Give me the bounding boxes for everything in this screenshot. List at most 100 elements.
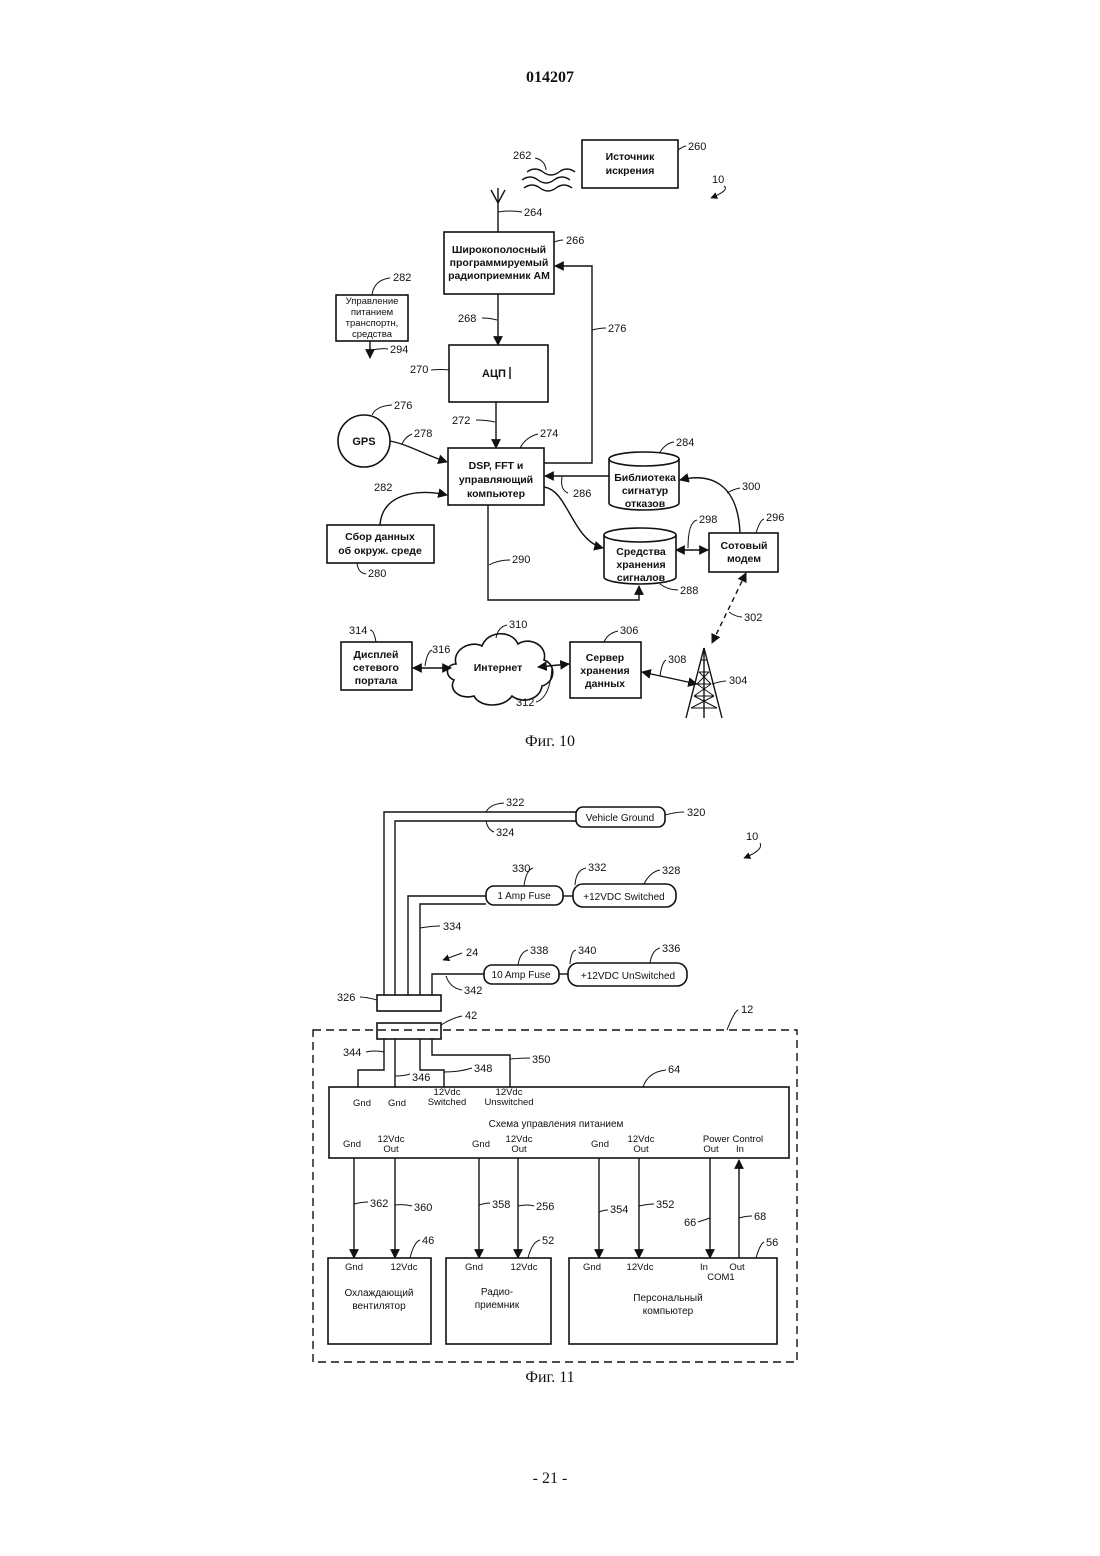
library-line-2: сигнатур xyxy=(622,485,668,497)
switched-12v-leader xyxy=(644,870,660,884)
connector-socket-leader xyxy=(441,1016,462,1025)
library-line-1: Библиотека xyxy=(614,472,676,484)
storage-line-3: сигналов xyxy=(617,572,666,584)
data-server-line-2: хранения xyxy=(580,665,629,677)
storage-link-leader xyxy=(489,560,510,565)
spark-source-line-1: Источник xyxy=(606,151,655,163)
connector-plug-ref: 326 xyxy=(337,992,355,1004)
spark-waves-icon xyxy=(522,169,575,191)
power-control-title: Схема управления питанием xyxy=(489,1119,624,1130)
pc-out-12v-1-b: Out xyxy=(383,1144,399,1155)
vehicle-ground-ref: 320 xyxy=(687,807,705,819)
fig10-caption: Фиг. 10 xyxy=(525,733,575,750)
dsp-line-1: DSP, FFT и xyxy=(469,460,524,472)
unswitched-12v-label: +12VDC UnSwitched xyxy=(581,971,675,982)
radio-receiver-line-2: приемник xyxy=(475,1300,520,1311)
gps-leader xyxy=(372,405,392,415)
wire-344-path xyxy=(358,1039,384,1087)
env-data-line-2: об окруж. среде xyxy=(338,545,422,557)
wire-350-leader xyxy=(510,1058,530,1059)
wire-68-leader xyxy=(739,1216,752,1218)
vehicle-power-line-1: Управление xyxy=(346,296,399,307)
pc-out-gnd-3: Gnd xyxy=(591,1139,609,1150)
pc-in-unswitched-2: Unswitched xyxy=(484,1097,533,1108)
harness-ref-arrow xyxy=(443,953,462,960)
fuse-1a-label: 1 Amp Fuse xyxy=(497,891,551,902)
data-server-line-1: Сервер xyxy=(586,652,624,664)
wire-354-leader xyxy=(599,1210,608,1212)
wire-350-ref: 350 xyxy=(532,1054,550,1066)
gps-to-dsp-arrow xyxy=(390,441,447,462)
page-number: - 21 - xyxy=(533,1470,568,1487)
tower-ref: 304 xyxy=(729,675,747,687)
wire-346-ref: 346 xyxy=(412,1072,430,1084)
enclosure-ref: 12 xyxy=(741,1004,753,1016)
cooling-fan-12v: 12Vdc xyxy=(391,1262,418,1273)
cell-modem-line-2: модем xyxy=(727,553,761,565)
wire-362-ref: 362 xyxy=(370,1198,388,1210)
library-link-ref: 286 xyxy=(573,488,591,500)
wire-352-ref: 352 xyxy=(656,1199,674,1211)
pc-power-control-in: In xyxy=(736,1144,744,1155)
wireless-link-leader xyxy=(729,612,742,617)
wire-346-leader xyxy=(395,1074,410,1076)
web-portal-ref: 314 xyxy=(349,625,367,637)
cell-modem-leader xyxy=(756,519,764,533)
vehicle-power-ref: 282 xyxy=(393,272,411,284)
radio-receiver-ref: 52 xyxy=(542,1235,554,1247)
spark-waves-ref: 262 xyxy=(513,150,531,162)
receiver-leader xyxy=(554,240,563,242)
antenna-ref: 264 xyxy=(524,207,542,219)
fuse-10a-label: 10 Amp Fuse xyxy=(492,970,551,981)
vehicle-power-out-ref: 294 xyxy=(390,344,408,356)
wire-66-ref: 66 xyxy=(684,1217,696,1229)
antenna-icon xyxy=(491,188,505,232)
pc-out-gnd-2: Gnd xyxy=(472,1139,490,1150)
wire-344-ref: 344 xyxy=(343,1047,361,1059)
data-server-ref: 306 xyxy=(620,625,638,637)
server-tower-ref: 308 xyxy=(668,654,686,666)
pc-out-gnd-1: Gnd xyxy=(343,1139,361,1150)
wireless-link-ref: 302 xyxy=(744,612,762,624)
library-line-3: отказов xyxy=(625,498,666,510)
vehicle-power-line-3: транспортн, xyxy=(346,318,399,329)
unswitched-12v-leader xyxy=(650,948,660,963)
data-server-line-3: данных xyxy=(585,678,625,690)
server-tower-leader xyxy=(660,660,666,676)
wire-334-leader xyxy=(420,926,440,928)
vehicle-ground-leader xyxy=(665,812,684,815)
library-leader xyxy=(660,442,674,452)
vehicle-power-line-2: питанием xyxy=(351,307,393,318)
fuse-10a-leader xyxy=(518,950,528,965)
spark-source-leader xyxy=(678,146,686,150)
wire-360-ref: 360 xyxy=(414,1202,432,1214)
cell-modem-ref: 296 xyxy=(766,512,784,524)
unswitched-12v-ref: 336 xyxy=(662,943,680,955)
env-data-ref: 280 xyxy=(368,568,386,580)
receiver-ref: 266 xyxy=(566,235,584,247)
web-portal-line-3: портала xyxy=(355,675,398,687)
cell-modem-line-1: Сотовый xyxy=(720,540,767,552)
personal-computer-com1: COM1 xyxy=(707,1272,734,1283)
personal-computer-12v: 12Vdc xyxy=(627,1262,654,1273)
vehicle-ground-label: Vehicle Ground xyxy=(586,813,654,824)
env-data-line-1: Сбор данных xyxy=(345,531,415,543)
wire-334-ref: 334 xyxy=(443,921,461,933)
switched-link-ref: 332 xyxy=(588,862,606,874)
harness-ref: 24 xyxy=(466,947,478,959)
radio-receiver-leader xyxy=(528,1240,540,1258)
feedback-276-leader xyxy=(592,328,606,330)
figure-11: 10 Vehicle Ground 320 322 324 1 Amp Fuse… xyxy=(313,797,797,1386)
portal-internet-ref: 316 xyxy=(432,644,450,656)
link-268-leader xyxy=(482,318,497,320)
web-portal-line-2: сетевого xyxy=(353,662,399,674)
library-link-leader xyxy=(562,477,568,493)
tower-leader xyxy=(712,681,726,684)
cooling-fan-ref: 46 xyxy=(422,1235,434,1247)
storage-leader xyxy=(660,584,678,590)
document-number: 014207 xyxy=(526,69,574,86)
connector-socket-ref: 42 xyxy=(465,1010,477,1022)
pc-in-gnd-2: Gnd xyxy=(388,1098,406,1109)
adc-ref: 270 xyxy=(410,364,428,376)
